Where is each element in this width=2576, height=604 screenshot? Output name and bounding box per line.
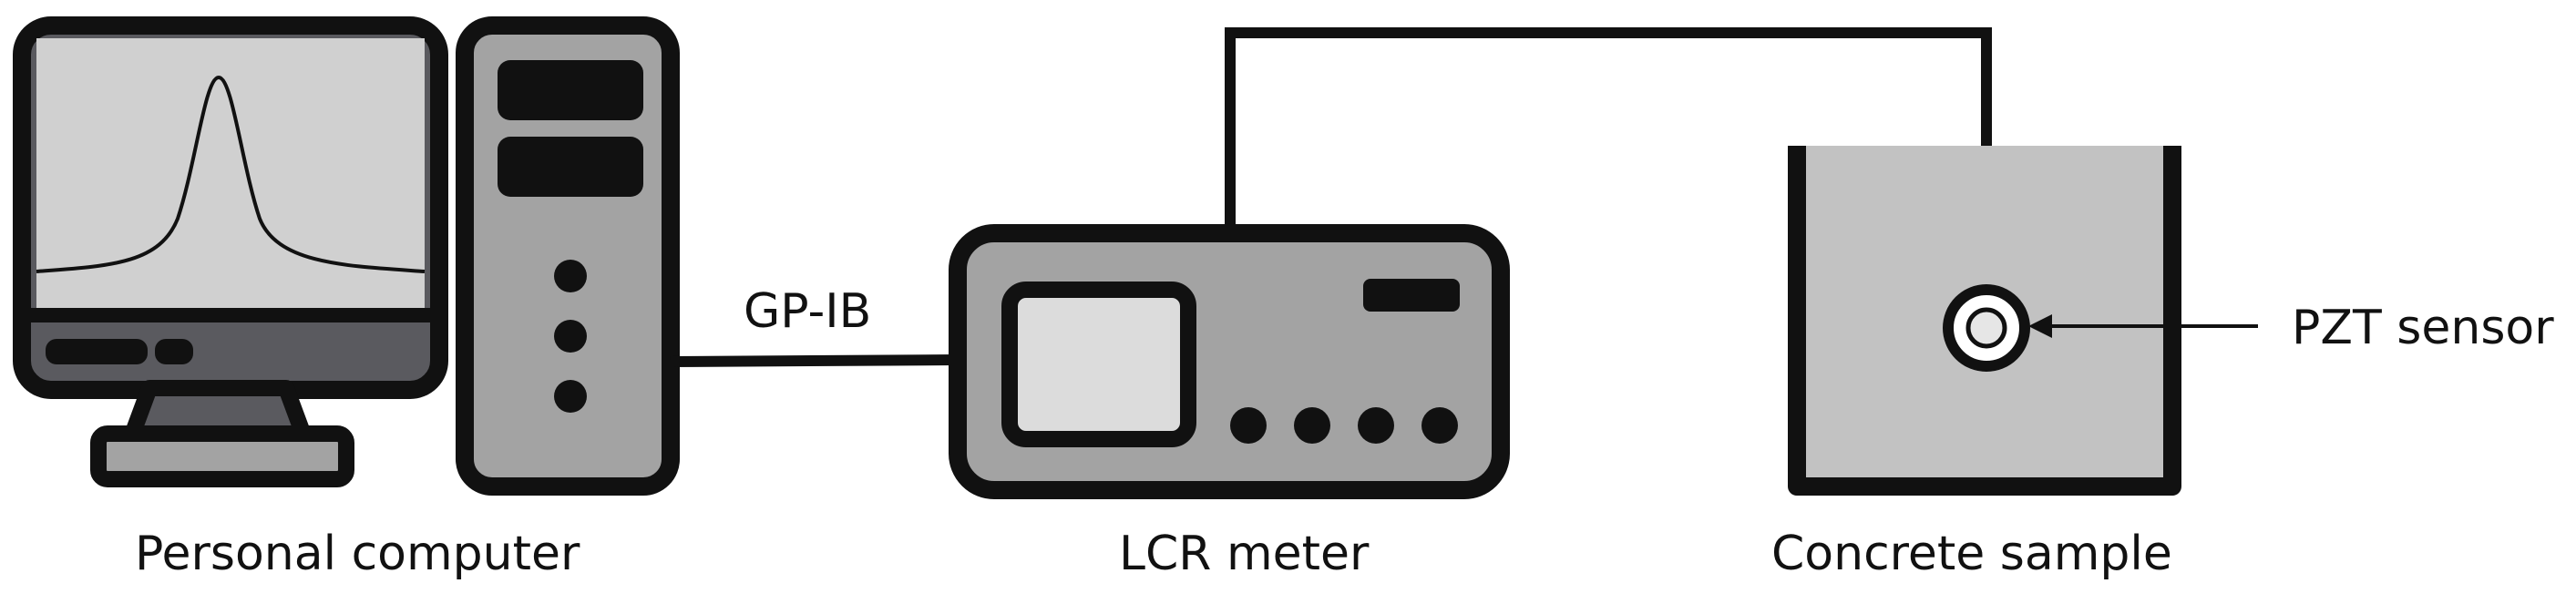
lcr-knob-4 [1421,407,1458,444]
lcr-knob-3 [1358,407,1394,444]
lcr-knob-2 [1294,407,1330,444]
label-gpib: GP-IB [744,284,872,339]
lcr-knob-1 [1230,407,1267,444]
lcr-display-slot [1363,279,1460,312]
resonance-curve [36,75,426,273]
lcr-screen [1001,282,1196,447]
tower-drive-bay-1 [498,60,643,120]
tower-drive-bay-2 [498,137,643,197]
gpib-cable [670,354,958,367]
pzt-sensor-inner [1965,307,2007,349]
tower-button-1 [554,260,587,292]
label-concrete-sample: Concrete sample [1771,527,2172,581]
label-pzt-sensor: PZT sensor [2292,301,2554,355]
label-personal-computer: Personal computer [135,527,580,581]
monitor-foot [90,425,354,487]
monitor-indicator-long [46,339,148,364]
concrete-sample-icon [1788,146,2181,496]
lcr-meter-icon [949,224,1510,499]
monitor-indicator-short [155,339,193,364]
pc-tower-icon [456,16,680,496]
tower-button-3 [554,380,587,413]
monitor-icon [13,16,448,487]
label-lcr-meter: LCR meter [1119,527,1370,581]
sensor-arrow-head [2028,314,2052,338]
sensor-arrow [2028,314,2258,338]
tower-button-2 [554,320,587,353]
monitor-screen [36,38,425,308]
